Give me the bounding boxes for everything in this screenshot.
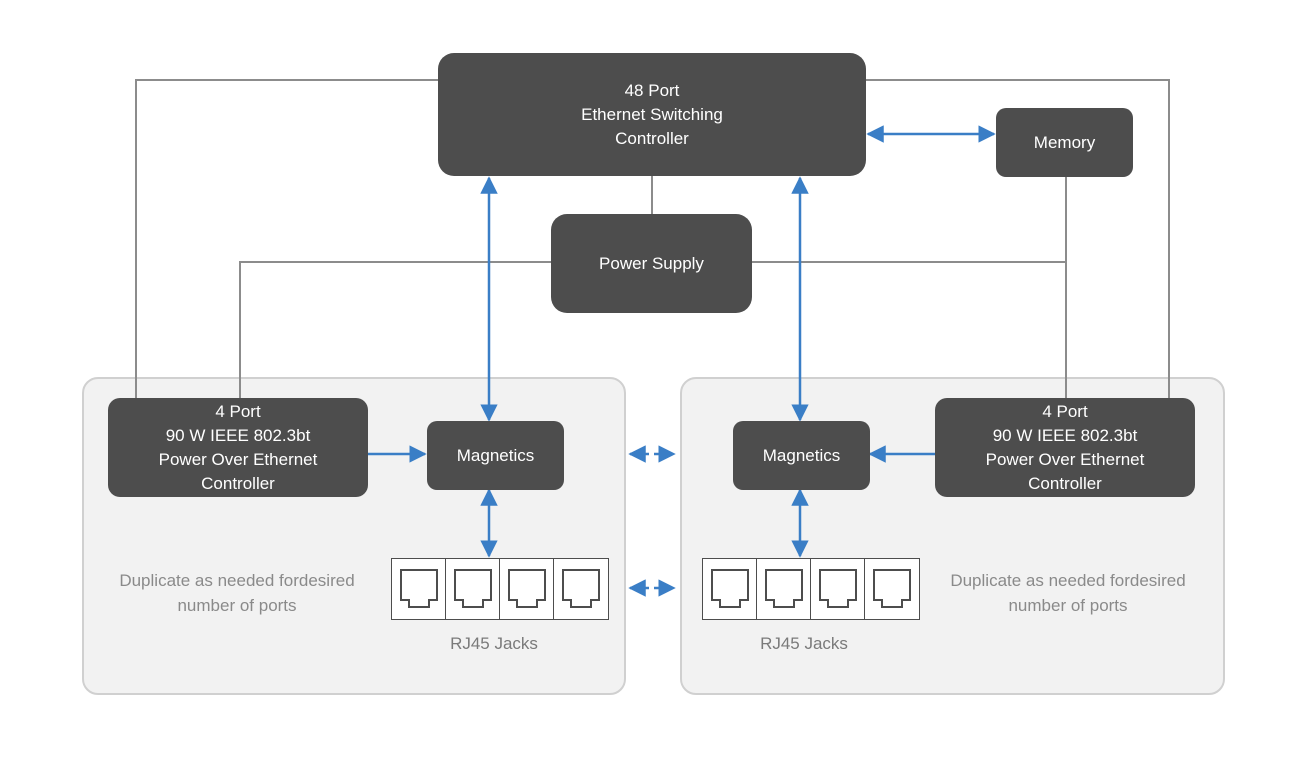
- rj45-jacks-right-label: RJ45 Jacks: [760, 634, 848, 653]
- power-supply-node: Power Supply: [551, 214, 752, 313]
- label-line: Controller: [201, 473, 275, 493]
- rj45-jacks-left-label: RJ45 Jacks: [450, 634, 538, 653]
- label-line: Magnetics: [456, 445, 535, 465]
- label-line: 4 Port: [215, 401, 261, 421]
- label-line: Power Over Ethernet: [985, 449, 1145, 469]
- duplicate-note-right: Duplicate as needed fordesired number of…: [938, 568, 1198, 618]
- label-line: Memory: [1033, 132, 1096, 152]
- label-line: Duplicate as needed for: [950, 571, 1130, 590]
- rj45-jacks-left: [391, 558, 609, 620]
- rj45-jack-icon: [500, 559, 554, 619]
- label-line: Controller: [615, 128, 689, 148]
- duplicate-note-left: Duplicate as needed fordesired number of…: [107, 568, 367, 618]
- label-line: desired number of ports: [1008, 571, 1186, 615]
- rj45-jack-icon: [811, 559, 865, 619]
- label-line: Ethernet Switching: [581, 104, 723, 124]
- label-line: Magnetics: [762, 445, 841, 465]
- power-line-switch-to-right-poe: [866, 79, 1170, 400]
- magnetics-left-node: Magnetics: [427, 421, 564, 490]
- rj45-jack-icon: [703, 559, 757, 619]
- label-line: Power Over Ethernet: [158, 449, 318, 469]
- memory-node: Memory: [996, 108, 1133, 177]
- rj45-jacks-right: [702, 558, 920, 620]
- label-line: Duplicate as needed for: [119, 571, 299, 590]
- label-line: Power Supply: [599, 253, 704, 273]
- label-line: 4 Port: [1042, 401, 1088, 421]
- label-line: 90 W IEEE 802.3bt: [165, 425, 311, 445]
- power-line-switch-to-left-poe: [135, 79, 438, 400]
- rj45-jack-icon: [392, 559, 446, 619]
- rj45-jack-icon: [446, 559, 500, 619]
- rj45-jack-icon: [757, 559, 811, 619]
- label-line: desired number of ports: [177, 571, 355, 615]
- label-line: 90 W IEEE 802.3bt: [992, 425, 1138, 445]
- magnetics-right-node: Magnetics: [733, 421, 870, 490]
- label-line: Controller: [1028, 473, 1102, 493]
- power-line-psu-to-left-poe: [239, 261, 551, 400]
- rj45-jack-icon: [554, 559, 608, 619]
- label-line: 48 Port: [624, 80, 680, 100]
- rj45-jack-icon: [865, 559, 919, 619]
